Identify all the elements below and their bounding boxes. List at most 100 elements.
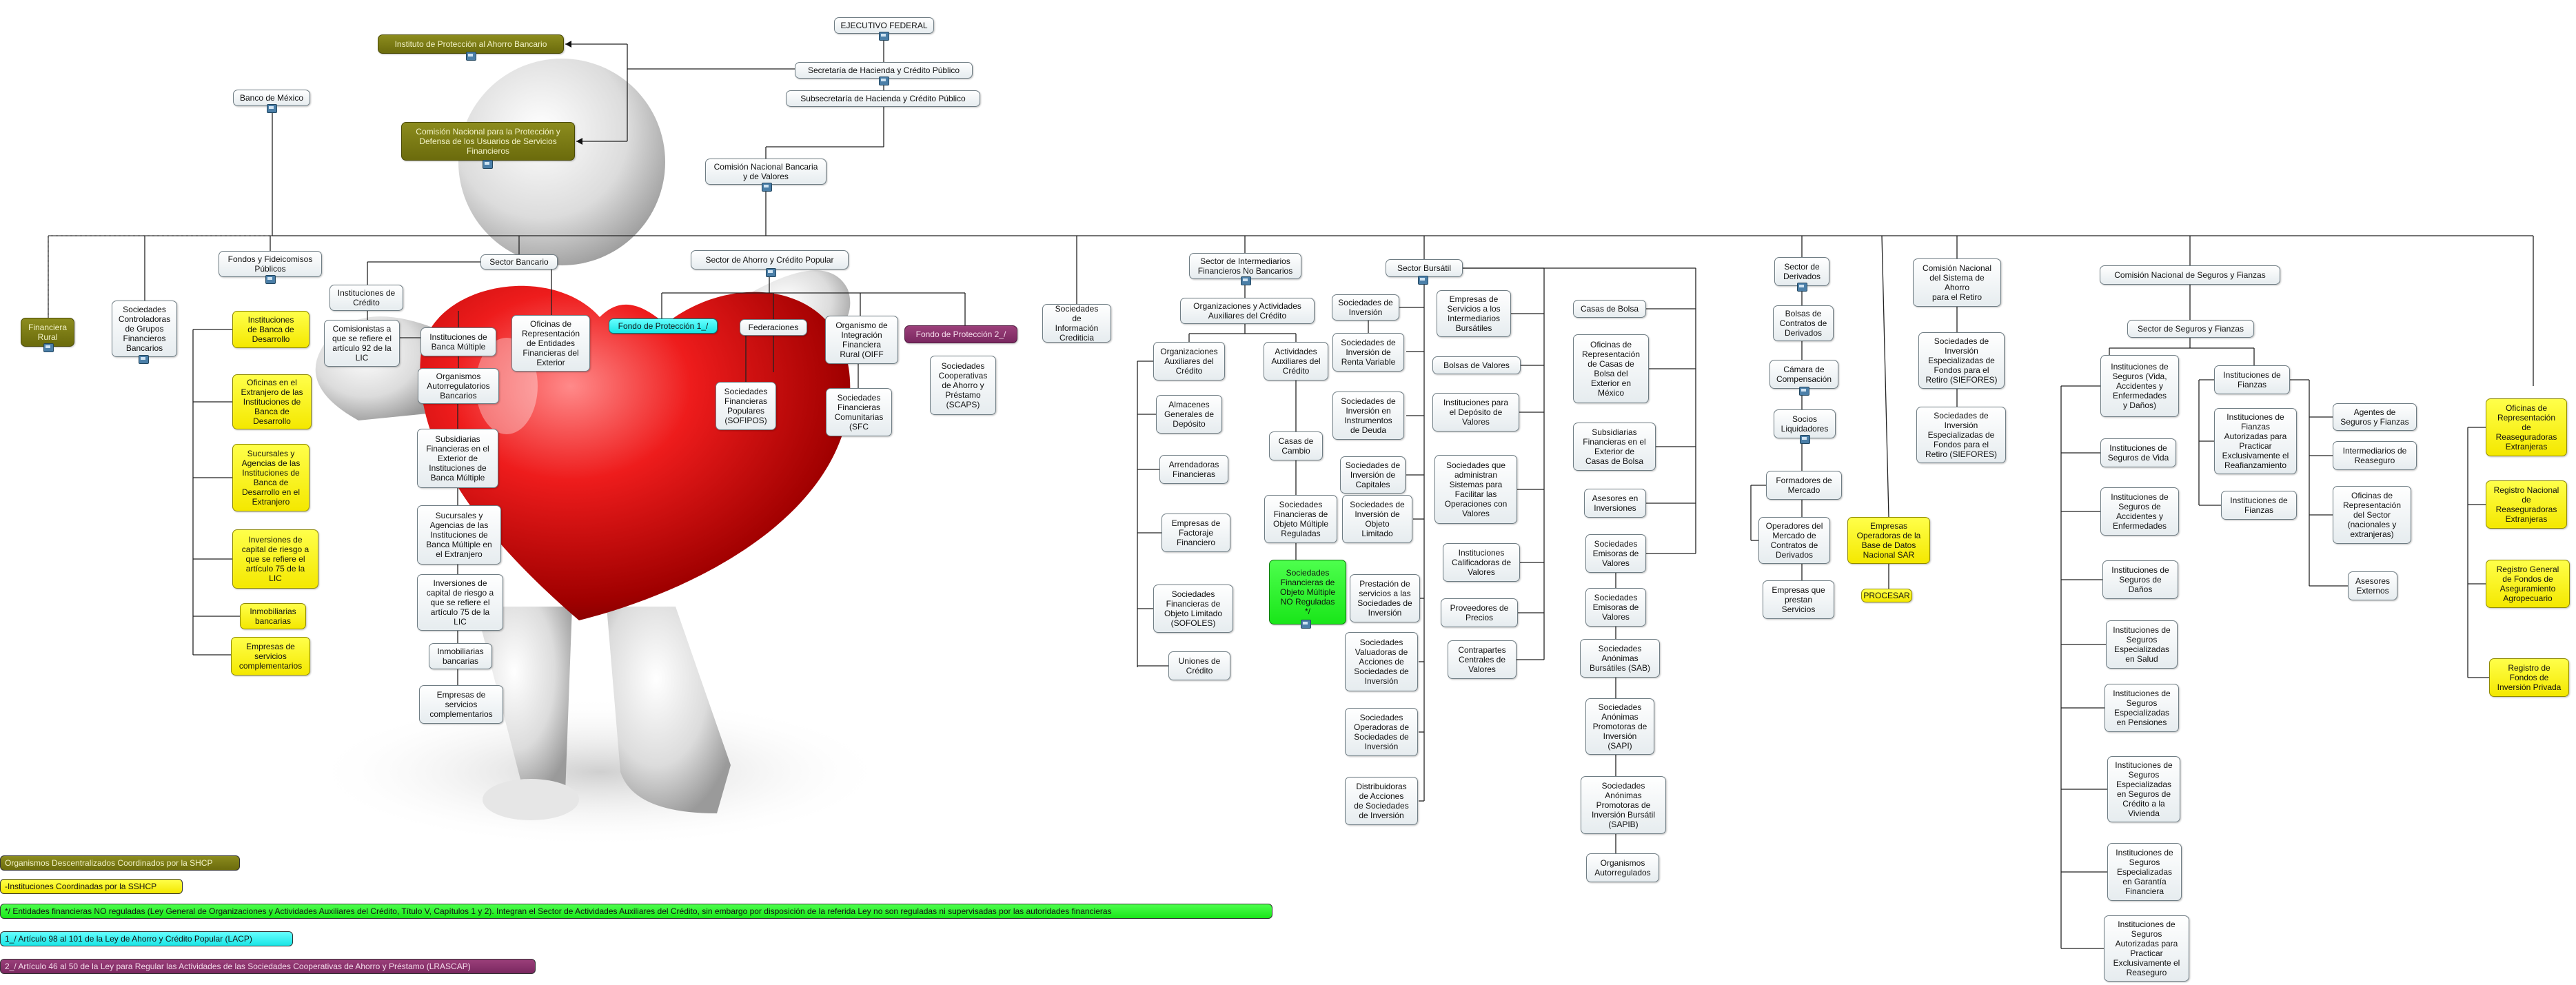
attachment-icon[interactable] xyxy=(1241,276,1251,285)
node-sector-intermediarios[interactable]: Sector de Intermediarios Financieros No … xyxy=(1189,253,1301,279)
attachment-icon[interactable] xyxy=(267,104,277,113)
node-sofom-no-reguladas[interactable]: Sociedades Financieras de Objeto Múltipl… xyxy=(1269,560,1346,624)
node-fianzas-refianzamiento[interactable]: Instituciones de Fianzas Autorizadas par… xyxy=(2214,408,2297,474)
node-calificadoras[interactable]: Instituciones Calificadoras de Valores xyxy=(1443,543,1520,582)
node-camara-compensacion[interactable]: Cámara de Compensación xyxy=(1769,360,1838,389)
node-ipab[interactable]: Instituto de Protección al Ahorro Bancar… xyxy=(378,34,564,54)
node-fondos-fideicomisos[interactable]: Fondos y Fideicomisos Públicos xyxy=(219,251,322,277)
node-procesar[interactable]: PROCESAR xyxy=(1861,589,1912,602)
node-seguros-salud[interactable]: Instituciones de Seguros Especializadas … xyxy=(2106,620,2178,669)
node-consar[interactable]: Comisión Nacional del Sistema de Ahorro … xyxy=(1913,258,2001,307)
node-inversiones-capital-bm[interactable]: Inversiones de capital de riesgo a que s… xyxy=(417,574,503,631)
node-sector-derivados[interactable]: Sector de Derivados xyxy=(1774,257,1829,286)
node-sapi[interactable]: Sociedades Anónimas Promotoras de Invers… xyxy=(1585,698,1654,755)
node-seguros-reaseguro[interactable]: Instituciones de Seguros Autorizadas par… xyxy=(2104,915,2189,982)
node-bolsas-derivados[interactable]: Bolsas de Contratos de Derivados xyxy=(1773,305,1834,341)
node-asesores-externos[interactable]: Asesores Externos xyxy=(2348,571,2397,600)
node-federaciones[interactable]: Federaciones xyxy=(740,319,807,336)
node-sector-bursatil[interactable]: Sector Bursátil xyxy=(1386,259,1463,277)
node-sofoles[interactable]: Sociedades Financieras de Objeto Limitad… xyxy=(1153,585,1233,633)
attachment-icon[interactable] xyxy=(483,160,493,169)
node-fondo-proteccion-1[interactable]: Fondo de Protección 1_/ xyxy=(609,318,718,334)
node-organismo-integracion[interactable]: Organismo de Integración Financiera Rura… xyxy=(825,316,898,364)
node-org-autorregulatorios[interactable]: Organismos Autorregulatorios Bancarios xyxy=(418,368,499,404)
node-emisoras-valores-2[interactable]: Sociedades Emisoras de Valores xyxy=(1585,588,1646,627)
node-soc-info-crediticia[interactable]: Sociedades de Información Crediticia xyxy=(1042,304,1111,343)
attachment-icon[interactable] xyxy=(1797,283,1807,292)
node-formadores-mercado[interactable]: Formadores de Mercado xyxy=(1766,471,1842,500)
node-sucursales-bd[interactable]: Sucursales y Agencias de las Institucion… xyxy=(232,444,310,511)
node-org-actividades[interactable]: Organizaciones y Actividades Auxiliares … xyxy=(1180,298,1315,324)
node-seguros-accidentes[interactable]: Instituciones de Seguros de Accidentes y… xyxy=(2100,487,2179,536)
node-scaps[interactable]: Sociedades Cooperativas de Ahorro y Prés… xyxy=(930,356,996,415)
node-casas-bolsa[interactable]: Casas de Bolsa xyxy=(1573,300,1646,318)
node-financiera-rural[interactable]: Financiera Rural xyxy=(21,318,74,347)
node-oficinas-casas-bolsa[interactable]: Oficinas de Representación de Casas de B… xyxy=(1573,334,1649,403)
node-si-renta-variable[interactable]: Sociedades de Inversión de Renta Variabl… xyxy=(1332,333,1404,372)
node-inst-banca-desarrollo[interactable]: Instituciones de Banca de Desarrollo xyxy=(232,311,310,348)
node-factoraje[interactable]: Empresas de Factoraje Financiero xyxy=(1162,514,1230,552)
node-agentes-seguros[interactable]: Agentes de Seguros y Fianzas xyxy=(2333,403,2417,431)
attachment-icon[interactable] xyxy=(1800,435,1810,444)
node-proveedores-precios[interactable]: Proveedores de Precios xyxy=(1441,598,1518,627)
node-socios-liquidadores[interactable]: Socios Liquidadores xyxy=(1774,409,1836,438)
node-seguros-credito-vivienda[interactable]: Instituciones de Seguros Especializadas … xyxy=(2107,756,2180,822)
node-cnbv[interactable]: Comisión Nacional Bancaria y de Valores xyxy=(705,159,826,185)
node-sector-ahorro[interactable]: Sector de Ahorro y Crédito Popular xyxy=(691,250,849,270)
node-seguros-vida[interactable]: Instituciones de Seguros de Vida xyxy=(2100,438,2176,467)
node-contrapartes[interactable]: Contrapartes Centrales de Valores xyxy=(1448,640,1517,679)
node-inst-seguros[interactable]: Instituciones de Seguros (Vida, Accident… xyxy=(2100,355,2179,417)
node-org-autorregulados[interactable]: Organismos Autorregulados xyxy=(1586,853,1659,882)
node-deposito-valores[interactable]: Instituciones para el Depósito de Valore… xyxy=(1432,393,1519,431)
node-si-objeto-limitado[interactable]: Sociedades de Inversión de Objeto Limita… xyxy=(1342,495,1412,543)
node-subsecretaria[interactable]: Subsecretaría de Hacienda y Crédito Públ… xyxy=(786,90,980,107)
node-empresas-servicios-bursatiles[interactable]: Empresas de Servicios a los Intermediari… xyxy=(1437,290,1511,337)
node-operadores-mercado[interactable]: Operadores del Mercado de Contratos de D… xyxy=(1758,517,1830,564)
node-condusef[interactable]: Comisión Nacional para la Protección y D… xyxy=(401,122,575,161)
node-intermediarios-reaseguro[interactable]: Intermediarios de Reaseguro xyxy=(2333,441,2417,470)
node-inversiones-capital-bd[interactable]: Inversiones de capital de riesgo a que s… xyxy=(232,529,318,589)
node-inmobiliarias-bm[interactable]: Inmobiliarias bancarias xyxy=(429,643,492,669)
node-sapib[interactable]: Sociedades Anónimas Promotoras de Invers… xyxy=(1581,776,1666,834)
node-siefores-1[interactable]: Sociedades de Inversión Especializadas d… xyxy=(1918,332,2005,389)
node-registro-fondos[interactable]: Registro General de Fondos de Aseguramie… xyxy=(2486,560,2570,608)
attachment-icon[interactable] xyxy=(879,32,889,41)
node-soc-controladoras[interactable]: Sociedades Controladoras de Grupos Finan… xyxy=(112,301,177,357)
attachment-icon[interactable] xyxy=(466,52,476,61)
node-sucursales-bm[interactable]: Sucursales y Agencias de las Institucion… xyxy=(417,505,501,565)
node-asesores-inversiones[interactable]: Asesores en Inversiones xyxy=(1584,489,1646,518)
node-sistemas-operaciones[interactable]: Sociedades que administran Sistemas para… xyxy=(1434,455,1517,524)
node-sofipos[interactable]: Sociedades Financieras Populares (SOFIPO… xyxy=(716,382,776,430)
attachment-icon[interactable] xyxy=(1799,387,1809,396)
node-inst-fianzas-2[interactable]: Instituciones de Fianzas xyxy=(2221,491,2297,520)
node-seguros-pensiones[interactable]: Instituciones de Seguros Especializadas … xyxy=(2105,684,2179,732)
node-inmobiliarias-bd[interactable]: Inmobiliarias bancarias xyxy=(240,603,306,629)
node-sab[interactable]: Sociedades Anónimas Bursátiles (SAB) xyxy=(1580,639,1660,678)
node-almacenes[interactable]: Almacenes Generales de Depósito xyxy=(1156,395,1222,434)
node-si-capitales[interactable]: Sociedades de Inversión de Capitales xyxy=(1340,456,1406,494)
node-operadoras-si[interactable]: Sociedades Operadoras de Sociedades de I… xyxy=(1345,708,1418,756)
node-instituciones-credito[interactable]: Instituciones de Crédito xyxy=(329,285,403,311)
node-inst-banca-multiple[interactable]: Instituciones de Banca Múltiple xyxy=(420,327,496,356)
node-oficinas-reaseguradoras[interactable]: Oficinas de Representación de Reasegurad… xyxy=(2486,398,2567,456)
node-subsidiarias-casas-bolsa[interactable]: Subsidiarias Financieras en el Exterior … xyxy=(1573,423,1656,471)
node-actividades-auxiliares[interactable]: Actividades Auxiliares del Crédito xyxy=(1264,342,1328,380)
attachment-icon[interactable] xyxy=(1418,276,1428,285)
node-org-auxiliares[interactable]: Organizaciones Auxiliares del Crédito xyxy=(1153,342,1225,380)
node-oficinas-seguros[interactable]: Oficinas de Representación del Sector (n… xyxy=(2333,486,2411,544)
node-fondo-proteccion-2[interactable]: Fondo de Protección 2_/ xyxy=(904,325,1017,343)
attachment-icon[interactable] xyxy=(265,275,276,284)
node-prestacion-servicios[interactable]: Prestación de servicios a las Sociedades… xyxy=(1350,574,1420,622)
node-sofom-reguladas[interactable]: Sociedades Financieras de Objeto Múltipl… xyxy=(1264,495,1337,543)
node-bolsas-valores[interactable]: Bolsas de Valores xyxy=(1432,356,1521,374)
node-arrendadoras[interactable]: Arrendadoras Financieras xyxy=(1159,455,1228,484)
node-si-deuda[interactable]: Sociedades de Inversión en Instrumentos … xyxy=(1332,392,1404,440)
node-soc-inversion[interactable]: Sociedades de Inversión xyxy=(1332,294,1399,321)
node-registro-fondos-privada[interactable]: Registro de Fondos de Inversión Privada xyxy=(2489,658,2569,697)
node-seguros-danos[interactable]: Instituciones de Seguros de Daños xyxy=(2102,560,2178,599)
node-casas-cambio[interactable]: Casas de Cambio xyxy=(1269,431,1323,460)
node-empresas-operadoras-sar[interactable]: Empresas Operadoras de la Base de Datos … xyxy=(1847,517,1930,564)
node-distribuidoras[interactable]: Distribuidoras de Acciones de Sociedades… xyxy=(1345,777,1418,825)
node-sector-bancario[interactable]: Sector Bancario xyxy=(480,254,558,270)
node-oficinas-extranjero-bd[interactable]: Oficinas en el Extranjero de las Institu… xyxy=(232,374,312,429)
